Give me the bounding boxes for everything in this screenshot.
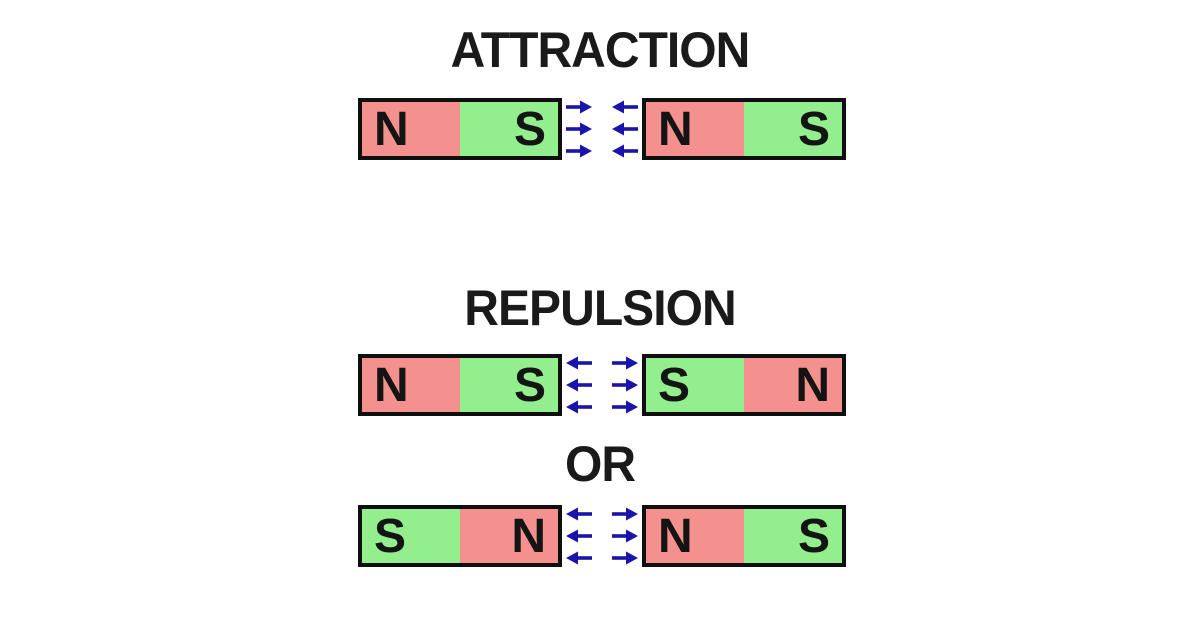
arrow-left-icon [566,378,592,392]
arrow-right-icon [612,551,638,565]
pole-label: N [658,103,693,156]
south-pole: S [460,358,558,412]
arrow-right-icon [566,144,592,158]
north-pole: N [362,358,460,412]
arrow-left-icon [566,356,592,370]
or-title: OR [564,436,636,492]
attraction-right-magnet: N S [642,98,846,160]
south-pole: S [646,358,744,412]
pole-label: N [374,359,409,412]
south-pole: S [744,102,842,156]
arrow-row [566,551,638,565]
alternate-right-magnet: N S [642,505,846,567]
repulsion-force-arrows [566,354,638,416]
arrow-left-icon [566,507,592,521]
alternate-force-arrows [566,505,638,567]
alternate-left-magnet: S N [358,505,562,567]
pole-label: S [374,510,407,563]
arrow-right-icon [566,122,592,136]
arrow-right-icon [612,529,638,543]
attraction-title: ATTRACTION [450,22,751,78]
attraction-left-magnet: N S [358,98,562,160]
repulsion-right-magnet: S N [642,354,846,416]
north-pole: N [460,509,558,563]
arrow-left-icon [612,144,638,158]
pole-label: S [658,359,691,412]
arrow-row [566,529,638,543]
arrow-left-icon [612,122,638,136]
pole-label: N [511,510,546,563]
arrow-row [566,507,638,521]
south-pole: S [362,509,460,563]
arrow-row [566,378,638,392]
arrow-row [566,356,638,370]
arrow-left-icon [566,551,592,565]
south-pole: S [744,509,842,563]
repulsion-left-magnet: N S [358,354,562,416]
north-pole: N [744,358,842,412]
arrow-right-icon [612,400,638,414]
pole-label: N [374,103,409,156]
pole-label: S [513,103,546,156]
south-pole: S [460,102,558,156]
repulsion-title: REPULSION [464,280,736,336]
attraction-force-arrows [566,98,638,160]
pole-label: N [658,510,693,563]
pole-label: S [797,103,830,156]
arrow-left-icon [566,529,592,543]
north-pole: N [362,102,460,156]
arrow-left-icon [566,400,592,414]
pole-label: N [795,359,830,412]
arrow-row [566,100,638,114]
arrow-right-icon [612,507,638,521]
arrow-right-icon [566,100,592,114]
arrow-left-icon [612,100,638,114]
arrow-row [566,400,638,414]
arrow-right-icon [612,378,638,392]
north-pole: N [646,509,744,563]
pole-label: S [513,359,546,412]
arrow-right-icon [612,356,638,370]
north-pole: N [646,102,744,156]
arrow-row [566,122,638,136]
arrow-row [566,144,638,158]
pole-label: S [797,510,830,563]
